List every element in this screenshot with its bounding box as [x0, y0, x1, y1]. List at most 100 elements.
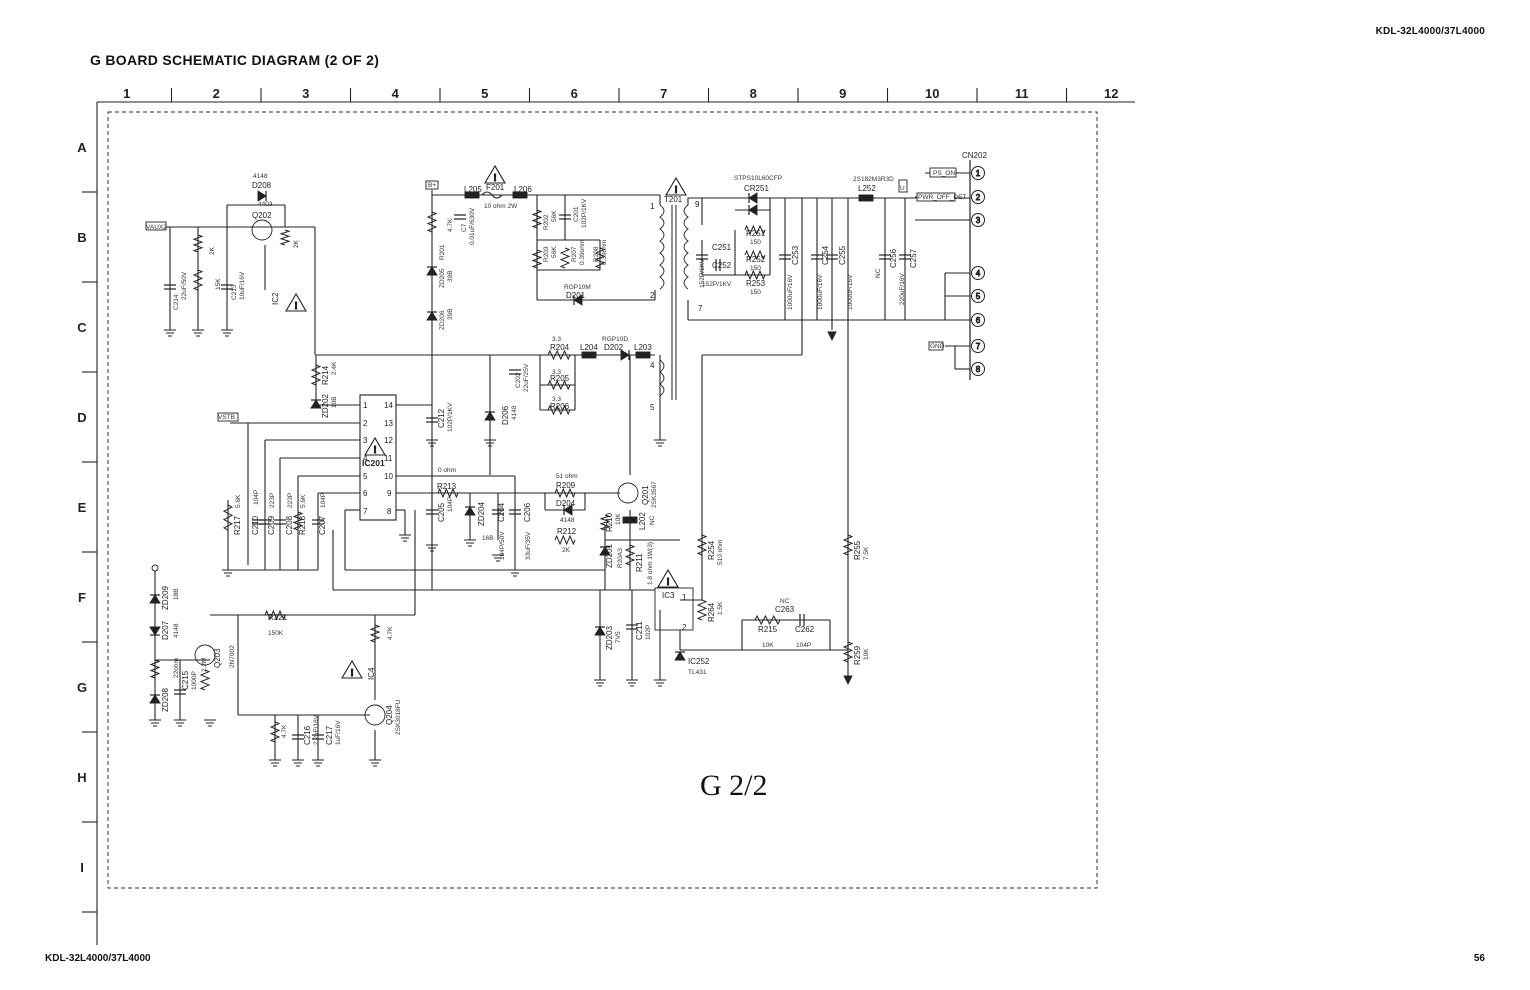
connector-pin-number: 2	[976, 193, 981, 202]
c211-value: 102P	[645, 625, 652, 640]
d207-ref: D207	[161, 620, 170, 640]
ic4-ref: IC4	[367, 667, 376, 680]
row-label: I	[80, 860, 84, 875]
resistor-symbol	[149, 659, 161, 679]
svg-text:2: 2	[363, 419, 368, 428]
q201-transistor	[617, 482, 639, 504]
ground-symbol	[594, 679, 606, 687]
r202-value: 56K	[551, 210, 558, 222]
diode-symbol	[594, 626, 606, 636]
c208-ref: C208	[285, 515, 294, 535]
ic201-ref: IC201	[362, 458, 385, 468]
ground-symbol	[464, 539, 476, 547]
resistor-symbol	[547, 404, 571, 416]
c201-value: 102P/1KV	[581, 198, 588, 228]
c215-ref: C215	[181, 670, 190, 690]
q201-value: 2SK3567	[651, 481, 658, 508]
capacitor-symbol	[259, 519, 271, 525]
connector-pin-number: 8	[976, 365, 981, 374]
page-number: 56	[1473, 953, 1485, 964]
connector-pin-number: 1	[976, 169, 981, 178]
r255-ref: R255	[853, 540, 862, 560]
c208-value: 223P	[287, 493, 294, 508]
zd205-ref: ZD205	[439, 268, 446, 288]
f201-value: 10 ohm 2W	[484, 203, 518, 210]
zd203-value: 7V5	[615, 631, 622, 643]
svg-text:10: 10	[384, 472, 393, 481]
ground-symbol	[312, 759, 324, 767]
resistor-symbol	[696, 599, 708, 621]
q201-ref: Q201	[641, 485, 650, 505]
resistor-symbol	[426, 211, 438, 233]
resistor-symbol	[696, 534, 708, 556]
ground-symbol	[292, 759, 304, 767]
capacitor-symbol	[312, 519, 324, 525]
svg-text:12: 12	[384, 436, 393, 445]
c212-ref: C212	[437, 408, 446, 428]
c251-value: 152P/1KV	[699, 258, 706, 288]
column-label: 3	[302, 86, 309, 101]
zd206-value: 39B	[447, 308, 454, 320]
zd206-ref: ZD206	[439, 310, 446, 330]
r-47k-value: 4.7K	[387, 626, 394, 640]
capacitor-symbol	[826, 254, 838, 260]
zd202-ref: ZD202	[321, 393, 330, 418]
r206-ref: R206	[550, 402, 570, 411]
footer-model-number: KDL-32L4000/37L4000	[45, 953, 151, 964]
c210-ref: C210	[251, 515, 260, 535]
warning-triangle-icon: !	[285, 292, 307, 312]
svg-text:1: 1	[363, 401, 368, 410]
c209-ref: C209	[267, 515, 276, 535]
diode-symbol	[484, 411, 496, 421]
c202-value: 22uF/25V	[523, 363, 530, 392]
svg-text:6: 6	[363, 489, 368, 498]
diode-symbol	[149, 594, 161, 604]
resistor-symbol	[547, 349, 571, 361]
c7-ref: C7	[461, 223, 468, 232]
inductor-symbol	[581, 351, 597, 359]
ic252-value: TL431	[688, 669, 707, 676]
svg-text:4: 4	[363, 454, 368, 463]
r211-value: 1.8 ohm 1W(3)	[647, 542, 654, 585]
connector-pin	[971, 266, 985, 280]
capacitor-symbol	[559, 214, 571, 220]
r202-ref: R202	[543, 214, 550, 230]
resistor-symbol	[842, 534, 854, 556]
connector-pin-number: 6	[976, 316, 981, 325]
r206-value: 3.3	[552, 396, 561, 403]
zd202-value: 10B	[331, 396, 338, 408]
c263-ref: C263	[775, 605, 795, 614]
q203-value: 2N7002	[229, 645, 236, 668]
ground-symbol	[269, 759, 281, 767]
inductor-symbol	[512, 191, 528, 199]
test-point	[151, 564, 159, 572]
gnd-net: GND	[930, 343, 945, 350]
c251-ref: C251	[712, 243, 732, 252]
warning-triangle-icon: !	[657, 568, 679, 588]
diode-symbol	[599, 546, 611, 556]
svg-text:11: 11	[384, 454, 393, 463]
resistor-symbol	[547, 379, 571, 391]
resistor-symbol	[310, 364, 322, 386]
r255-value: 7.5K	[863, 546, 870, 560]
capacitor-symbol	[899, 254, 911, 260]
r221-value: 150K	[268, 630, 284, 637]
diode-symbol	[149, 626, 161, 636]
r203-value: 56K	[551, 246, 558, 258]
ground-arrow	[827, 331, 837, 342]
row-label: F	[78, 590, 86, 605]
r205-ref: R205	[550, 374, 570, 383]
ground-symbol	[654, 439, 666, 447]
r214-ref: R214	[321, 365, 330, 385]
r210-value: 10K	[615, 513, 622, 525]
l252-ref: L252	[858, 184, 876, 193]
warning-triangle-icon: !	[665, 176, 687, 196]
row-label: B	[77, 230, 86, 245]
net-label-box	[928, 341, 944, 351]
resistor-symbol	[594, 247, 606, 269]
diode-symbol	[464, 506, 476, 516]
c216-value: 2.2uF/16V	[313, 714, 320, 745]
q204-ref: Q204	[385, 705, 394, 725]
column-label: 4	[392, 86, 400, 101]
